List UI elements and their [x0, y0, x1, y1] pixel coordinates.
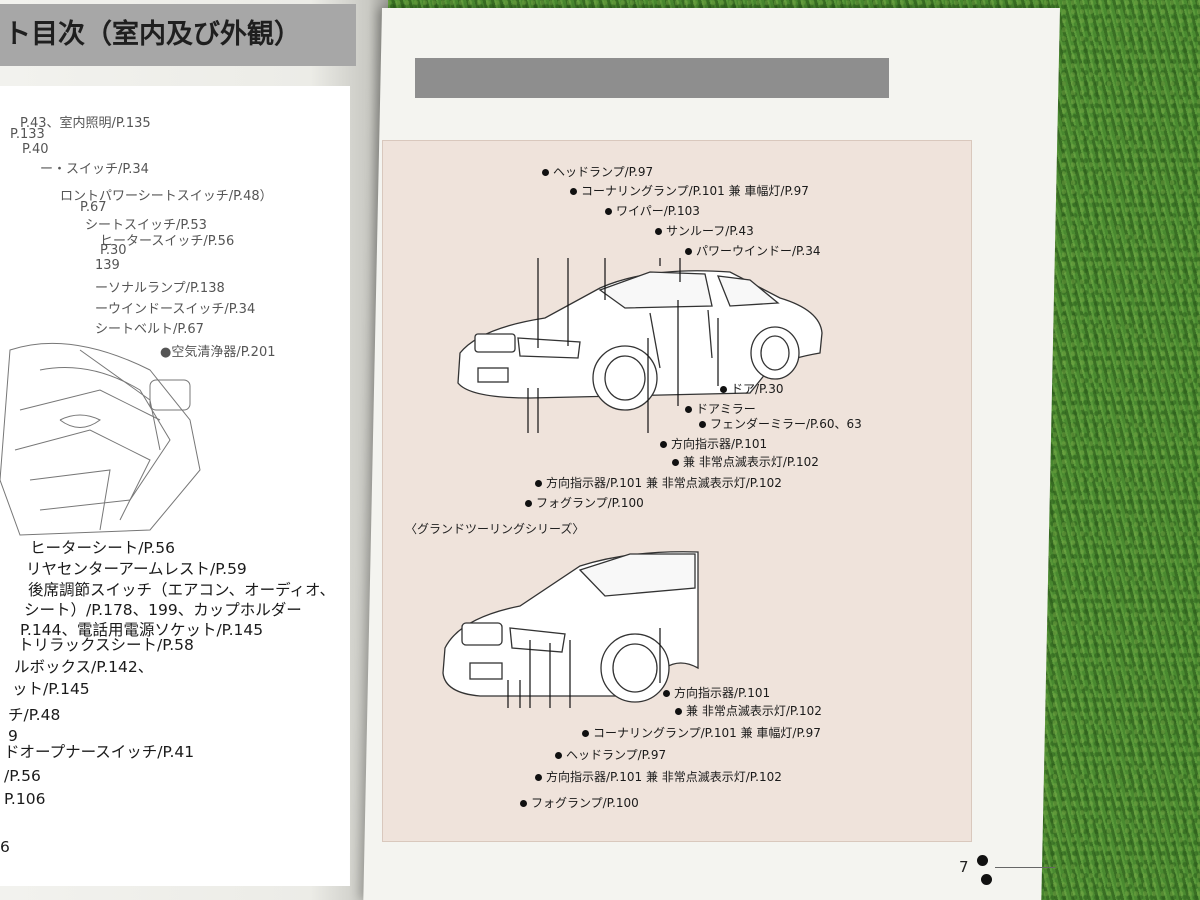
left-index-line: P.67 [80, 200, 107, 215]
callout-text: 方向指示器/P.101 [671, 437, 768, 451]
callout-label: 兼 非常点滅表示灯/P.102 [675, 702, 822, 719]
callout-dot-icon [605, 208, 612, 215]
left-title-band [0, 4, 356, 66]
callout-text: 方向指示器/P.101 兼 非常点滅表示灯/P.102 [546, 476, 782, 490]
callout-text: コーナリングランプ/P.101 兼 車幅灯/P.97 [581, 184, 809, 198]
left-index-line: ●空気清浄器/P.201 [160, 345, 276, 360]
left-page-title: ト目次（室内及び外観） [4, 19, 301, 50]
callout-dot-icon [525, 500, 532, 507]
callout-dot-icon [660, 441, 667, 448]
callout-label: ドアミラー [685, 400, 756, 417]
exterior-diagram [382, 140, 972, 842]
callout-text: ヘッドランプ/P.97 [566, 748, 667, 762]
left-index-line: ヒーターシート/P.56 [30, 539, 175, 557]
right-title-band [415, 58, 889, 98]
callout-dot-icon [672, 459, 679, 466]
left-index-line: チ/P.48 [8, 706, 61, 724]
callout-text: ヘッドランプ/P.97 [553, 165, 654, 179]
callout-label: コーナリングランプ/P.101 兼 車幅灯/P.97 [582, 724, 821, 741]
left-index-line: ロントパワーシートスイッチ/P.48） [60, 189, 273, 204]
callout-dot-icon [570, 188, 577, 195]
callout-dot-icon [655, 228, 662, 235]
callout-text: 兼 非常点滅表示灯/P.102 [683, 455, 819, 469]
callout-text: ドアミラー [696, 402, 756, 416]
callout-text: ワイパー/P.103 [616, 204, 700, 218]
page-dot-top [977, 855, 988, 866]
left-content-panel [0, 86, 350, 886]
right-page-content: S [382, 0, 1085, 900]
left-index-line: 6 [0, 838, 10, 856]
left-index-line: 9 [8, 727, 18, 745]
callout-text: 方向指示器/P.101 [674, 686, 771, 700]
left-index-line: ルボックス/P.142、 [14, 658, 154, 676]
callout-label: フォグランプ/P.100 [525, 494, 644, 511]
callout-text: 方向指示器/P.101 兼 非常点滅表示灯/P.102 [546, 770, 782, 784]
left-index-line: /P.56 [4, 767, 41, 785]
left-index-line: P.133 [10, 127, 45, 142]
callout-dot-icon [663, 690, 670, 697]
grand-touring-illustration [442, 551, 699, 708]
page-number: 7 [959, 858, 969, 876]
callout-dot-icon [555, 752, 562, 759]
callout-dot-icon [685, 248, 692, 255]
callout-dot-icon [542, 169, 549, 176]
callout-label: フォグランプ/P.100 [520, 794, 639, 811]
callout-dot-icon [675, 708, 682, 715]
callout-label: ヘッドランプ/P.97 [542, 163, 653, 180]
left-index-line: 139 [95, 258, 120, 273]
callout-label: ヘッドランプ/P.97 [555, 746, 666, 763]
callout-label: 方向指示器/P.101 兼 非常点滅表示灯/P.102 [535, 474, 782, 491]
callout-label: ワイパー/P.103 [605, 202, 700, 219]
left-index-line: P.30 [100, 243, 127, 258]
left-index-line: ーソナルランプ/P.138 [95, 281, 225, 296]
left-index-line: ー・スイッチ/P.34 [40, 162, 149, 177]
left-index-line: ドオープナースイッチ/P.41 [4, 743, 195, 761]
callout-text: フォグランプ/P.100 [531, 796, 639, 810]
callout-text: フェンダーミラー/P.60、63 [710, 417, 862, 431]
left-index-line: 後席調節スイッチ（エアコン、オーディオ、 [28, 581, 336, 599]
callout-dot-icon [535, 774, 542, 781]
left-index-line: ヒータースイッチ/P.56 [100, 234, 235, 249]
callout-text: コーナリングランプ/P.101 兼 車幅灯/P.97 [593, 726, 821, 740]
left-index-line: P.106 [4, 790, 46, 808]
left-index-line: P.144、電話用電源ソケット/P.145 [20, 621, 264, 639]
callout-dot-icon [520, 800, 527, 807]
callout-dot-icon [535, 480, 542, 487]
callout-label: 方向指示器/P.101 兼 非常点滅表示灯/P.102 [535, 768, 782, 785]
callout-label: 兼 非常点滅表示灯/P.102 [672, 453, 819, 470]
callout-dot-icon [685, 406, 692, 413]
callout-label: 方向指示器/P.101 [660, 435, 767, 452]
left-index-line: P.43、室内照明/P.135 [20, 116, 151, 131]
callout-text: パワーウインドー/P.34 [696, 244, 821, 258]
callout-label: 方向指示器/P.101 [663, 684, 770, 701]
callout-text: サンルーフ/P.43 [666, 224, 754, 238]
callout-text: ドア/P.30 [731, 382, 784, 396]
callout-label: ドア/P.30 [720, 380, 784, 397]
left-index-line: ーウインドースイッチ/P.34 [95, 302, 256, 317]
sedan-illustration [457, 258, 823, 433]
callout-label: パワーウインドー/P.34 [685, 242, 821, 259]
page-rule [995, 867, 1055, 868]
left-index-line: トリラックスシート/P.58 [18, 636, 194, 654]
left-index-line: シート）/P.178、199、カップホルダー [24, 601, 302, 619]
callout-text: フォグランプ/P.100 [536, 496, 644, 510]
left-index-line: リヤセンターアームレスト/P.59 [26, 560, 247, 578]
callout-dot-icon [582, 730, 589, 737]
interior-sketch [0, 342, 201, 536]
callout-label: サンルーフ/P.43 [655, 222, 754, 239]
callout-label: フェンダーミラー/P.60、63 [699, 415, 862, 432]
callout-text: 兼 非常点滅表示灯/P.102 [686, 704, 822, 718]
left-index-line: ット/P.145 [12, 680, 90, 698]
callout-dot-icon [699, 421, 706, 428]
page-dot-bottom [981, 874, 992, 885]
callout-dot-icon [720, 386, 727, 393]
left-index-line: シートスイッチ/P.53 [85, 218, 207, 233]
callout-label: コーナリングランプ/P.101 兼 車幅灯/P.97 [570, 182, 809, 199]
left-index-line: P.40 [22, 142, 49, 157]
series-label: 〈グランドツーリングシリーズ〉 [405, 522, 585, 536]
left-index-line: シートベルト/P.67 [95, 322, 204, 337]
